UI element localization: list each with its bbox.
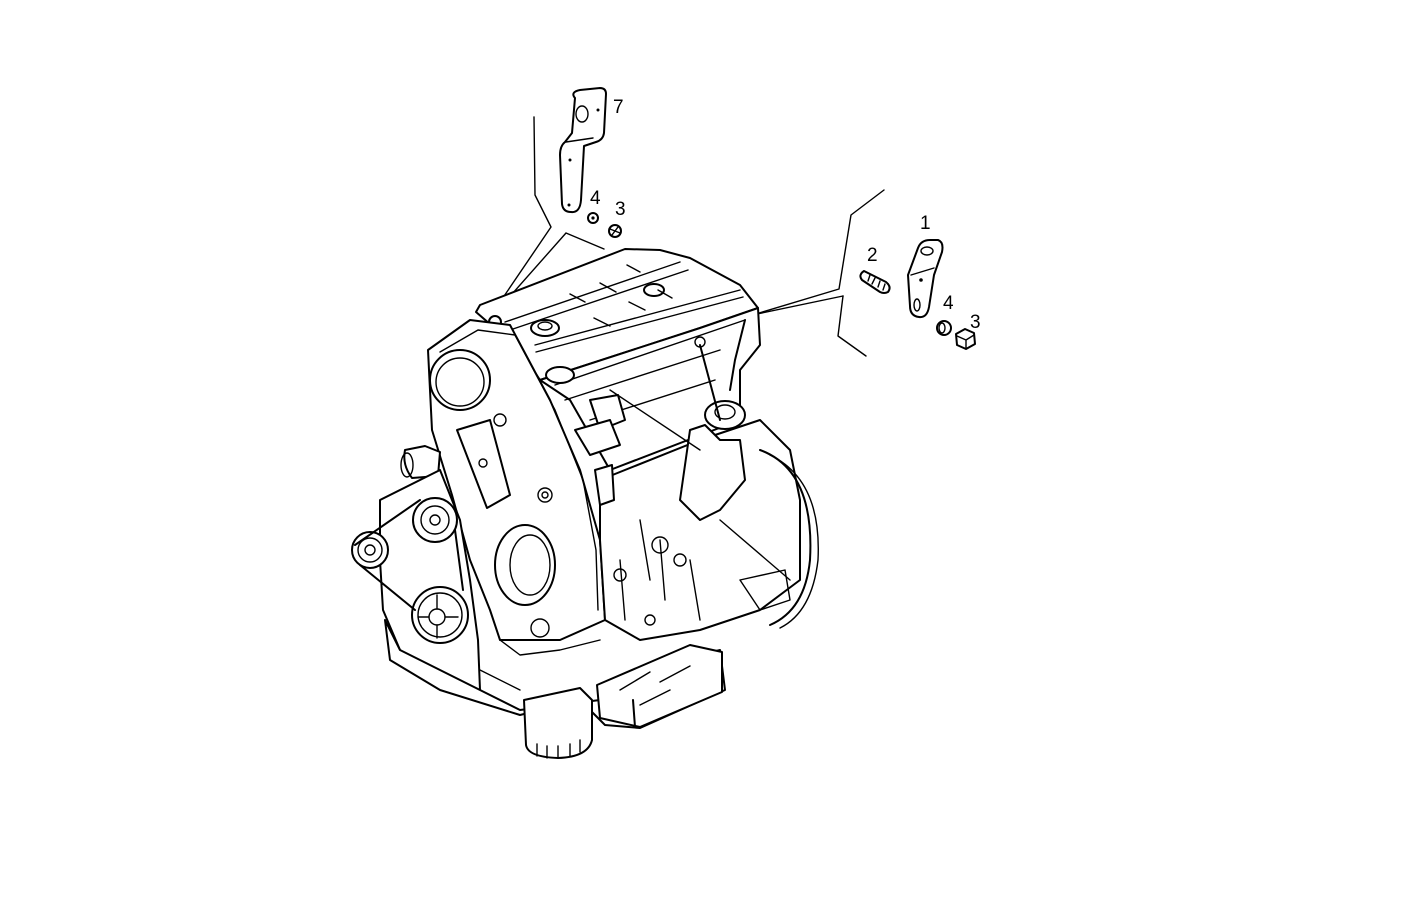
nut-3-left[interactable] xyxy=(608,224,622,238)
callout-4-left-label: 4 xyxy=(590,188,601,209)
callout-4-right-label: 4 xyxy=(943,293,954,314)
left-exploded-group xyxy=(497,87,622,306)
right-leader-line xyxy=(756,295,844,315)
washer-4-right[interactable] xyxy=(936,320,952,336)
flywheel xyxy=(759,449,812,626)
right-leader-frame xyxy=(758,189,885,357)
callout-3-right-label: 3 xyxy=(970,312,981,333)
callout-3-left-label: 3 xyxy=(615,199,626,220)
bracket-7[interactable] xyxy=(559,87,607,214)
left-leader-frame xyxy=(497,116,552,306)
washer-4-left[interactable] xyxy=(587,212,599,224)
bracket-1[interactable] xyxy=(907,239,944,319)
callout-1-label: 1 xyxy=(920,213,931,234)
right-exploded-group xyxy=(756,189,976,357)
stud-2[interactable] xyxy=(859,270,891,294)
nut-3-right[interactable] xyxy=(955,328,976,350)
callout-2-label: 2 xyxy=(867,245,878,266)
engine-assembly xyxy=(351,248,819,759)
callout-7-label: 7 xyxy=(613,97,624,118)
